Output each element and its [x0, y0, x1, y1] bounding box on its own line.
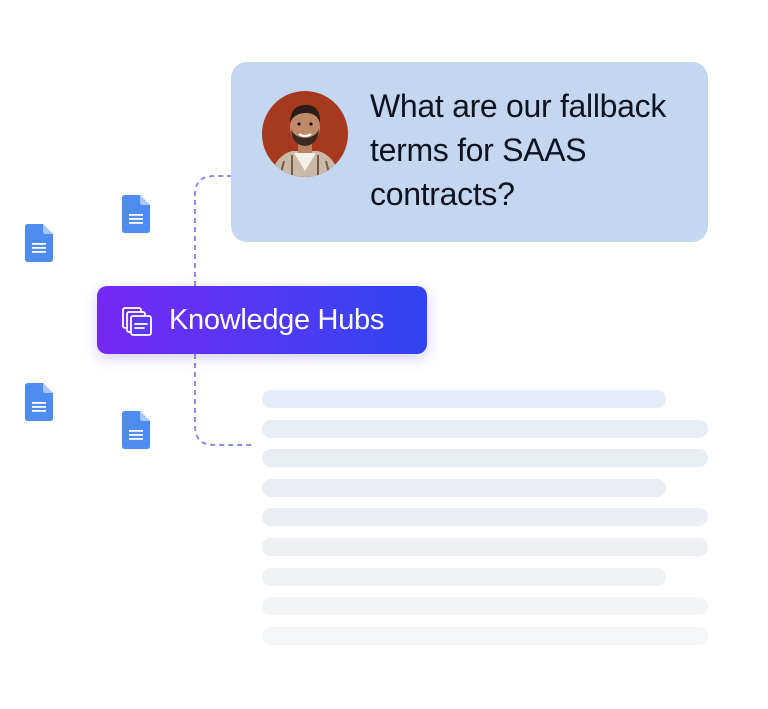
- knowledge-hubs-button[interactable]: Knowledge Hubs: [97, 286, 427, 354]
- skeleton-line: [262, 449, 708, 467]
- question-text: What are our fallback terms for SAAS con…: [370, 88, 667, 212]
- knowledge-hubs-label: Knowledge Hubs: [169, 304, 385, 336]
- avatar: [262, 91, 348, 177]
- question-bubble: What are our fallback terms for SAAS con…: [231, 62, 708, 242]
- document-icon: [122, 195, 150, 233]
- connector-to-answer: [194, 354, 255, 446]
- skeleton-line: [262, 538, 708, 556]
- skeleton-line: [262, 420, 708, 438]
- skeleton-line: [262, 479, 666, 497]
- skeleton-line: [262, 390, 666, 408]
- avatar-image: [262, 91, 348, 177]
- skeleton-line: [262, 597, 708, 615]
- document-icon: [25, 224, 53, 262]
- skeleton-line: [262, 568, 666, 586]
- folder-stack-icon: [122, 307, 152, 336]
- connector-to-question: [194, 175, 231, 286]
- document-icon: [25, 383, 53, 421]
- document-icon: [122, 411, 150, 449]
- skeleton-line: [262, 508, 708, 526]
- skeleton-line: [262, 627, 708, 645]
